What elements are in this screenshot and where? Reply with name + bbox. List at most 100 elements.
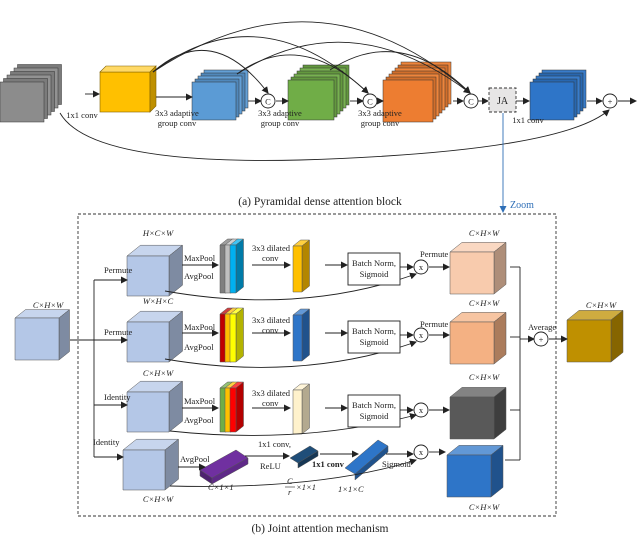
output-cube-4-front <box>446 454 492 498</box>
branch3-cube <box>126 380 184 433</box>
pooled-maps-1-2-front <box>229 244 237 294</box>
avgpool-label-3: AvgPool <box>184 415 214 425</box>
input-dim-label: C×H×W <box>33 300 64 310</box>
dilated-conv-label-2b: conv <box>262 325 279 335</box>
branch2-cube <box>126 310 184 363</box>
svg-text:C: C <box>367 97 373 107</box>
attention-map-1 <box>292 239 311 293</box>
svg-text:Sigmoid: Sigmoid <box>360 411 390 421</box>
joint-attention-mechanism: C×H×W C×H×W Permute Permute Identity Ide… <box>14 213 624 535</box>
attention-map-1-side <box>301 239 310 293</box>
branch2-cube-front <box>126 321 170 363</box>
adaptive-conv-3-label-2: group conv <box>361 118 400 128</box>
branch3-dim: C×H×W <box>143 368 174 378</box>
adaptive-conv-1-label: 3x3 adaptive <box>155 108 199 118</box>
svg-text:x: x <box>419 447 424 457</box>
svg-text:Sigmoid: Sigmoid <box>360 337 390 347</box>
attention-map-3-side <box>301 383 310 435</box>
avgpool-label-4: AvgPool <box>180 454 210 464</box>
svg-text:C: C <box>265 97 271 107</box>
conv1x1-right-label: 1x1 conv <box>512 115 544 125</box>
output-stack-layer-0 <box>529 81 575 121</box>
pyramidal-dense-attention-block: C C C JA + 1x1 conv 1x1 conv 3x3 adaptiv… <box>0 21 637 208</box>
branch2-top-dim: W×H×C <box>143 296 174 306</box>
bn-sigmoid-box-3: Batch Norm, Sigmoid <box>347 394 401 428</box>
branch3-cube-front <box>126 391 170 433</box>
svg-text:C: C <box>468 97 474 107</box>
branch-splitter <box>70 276 128 461</box>
branch4-cube-front <box>122 449 166 491</box>
identity-label-1: Identity <box>104 392 131 402</box>
dilated-conv-label-2: 3x3 dilated <box>252 315 291 325</box>
average-label: Average <box>528 322 556 332</box>
reduced-dim-denominator: r <box>288 487 292 497</box>
dilated-conv-label-3b: conv <box>262 398 279 408</box>
concat-node-1: C <box>260 93 276 109</box>
pooled-maps-1-2 <box>229 238 245 294</box>
reduced-dim-numerator: C <box>287 476 293 486</box>
branch4-dim: C×H×W <box>143 494 174 504</box>
pooled-maps-3-2 <box>229 381 245 433</box>
output-dim-label: C×H×W <box>586 300 617 310</box>
svg-text:Batch Norm,: Batch Norm, <box>352 400 396 410</box>
output-cube-3 <box>449 386 507 440</box>
maxpool-label-2: MaxPool <box>184 322 216 332</box>
blue-feature-stack <box>191 69 249 121</box>
pooled-maps-2-2 <box>229 307 245 363</box>
ja-module-box: JA <box>488 87 517 113</box>
svg-text:x: x <box>419 262 424 272</box>
output-cube-4 <box>446 444 504 498</box>
conv-relu-label-2: ReLU <box>260 461 281 471</box>
svg-text:+: + <box>539 335 544 345</box>
orange-stack-layer-0 <box>382 79 434 123</box>
average-node: + <box>533 331 549 347</box>
pooled-maps-3-2-front <box>229 387 237 433</box>
expanded-dim-label: 1×1×C <box>338 484 364 494</box>
multiply-node-2: x <box>413 327 429 343</box>
sigmoid-label: Sigmoid <box>382 459 412 469</box>
final-output-cube-front <box>566 319 612 363</box>
out3-dim: C×H×W <box>469 372 500 382</box>
multiply-node-4: x <box>413 444 429 460</box>
pooled-maps-2-2-side <box>235 307 244 363</box>
input-feature-stack <box>0 64 62 123</box>
pooled-dim-label: C×1×1 <box>208 482 234 492</box>
caption-a: (a) Pyramidal dense attention block <box>238 196 402 208</box>
branch1-dim: H×C×W <box>142 228 174 238</box>
concat-node-3: C <box>463 93 479 109</box>
output-blue-stack <box>529 69 587 121</box>
permute-out-label-2: Permute <box>420 319 449 329</box>
blue-stack-layer-0 <box>191 81 237 121</box>
attention-map-2-side <box>301 308 310 362</box>
concat-node-2: C <box>362 93 378 109</box>
output-cube-2-front <box>449 321 495 365</box>
dense-skip-connections <box>152 21 471 94</box>
output-cube-3-front <box>449 396 495 440</box>
conv-relu-label: 1x1 conv, <box>258 439 291 449</box>
pooled-maps-3-2-side <box>235 381 244 433</box>
residual-connection <box>59 109 610 161</box>
svg-text:Batch Norm,: Batch Norm, <box>352 258 396 268</box>
output-cube-1-front <box>449 251 495 295</box>
adaptive-conv-2-label: 3x3 adaptive <box>258 108 302 118</box>
multiply-node-1: x <box>413 259 429 275</box>
avgpool-label-2: AvgPool <box>184 342 214 352</box>
pooled-maps-1-2-side <box>235 238 244 294</box>
input-cube <box>14 309 71 361</box>
residual-add-node: + <box>602 93 618 109</box>
bn-sigmoid-box-1: Batch Norm, Sigmoid <box>347 252 401 286</box>
attention-map-3 <box>292 383 311 435</box>
svg-text:JA: JA <box>497 96 509 107</box>
svg-text:+: + <box>608 97 613 107</box>
input-cube-side <box>58 309 70 361</box>
out1-dim: C×H×W <box>469 228 500 238</box>
permute-out-label-1: Permute <box>420 249 449 259</box>
caption-b: (b) Joint attention mechanism <box>251 523 388 535</box>
pooled-bar-front <box>211 457 249 485</box>
avgpool-label-1: AvgPool <box>184 271 214 281</box>
attention-map-2-front <box>292 314 303 362</box>
svg-text:Batch Norm,: Batch Norm, <box>352 326 396 336</box>
pooled-maps-2-2-front <box>229 313 237 363</box>
multiply-node-3: x <box>413 402 429 418</box>
